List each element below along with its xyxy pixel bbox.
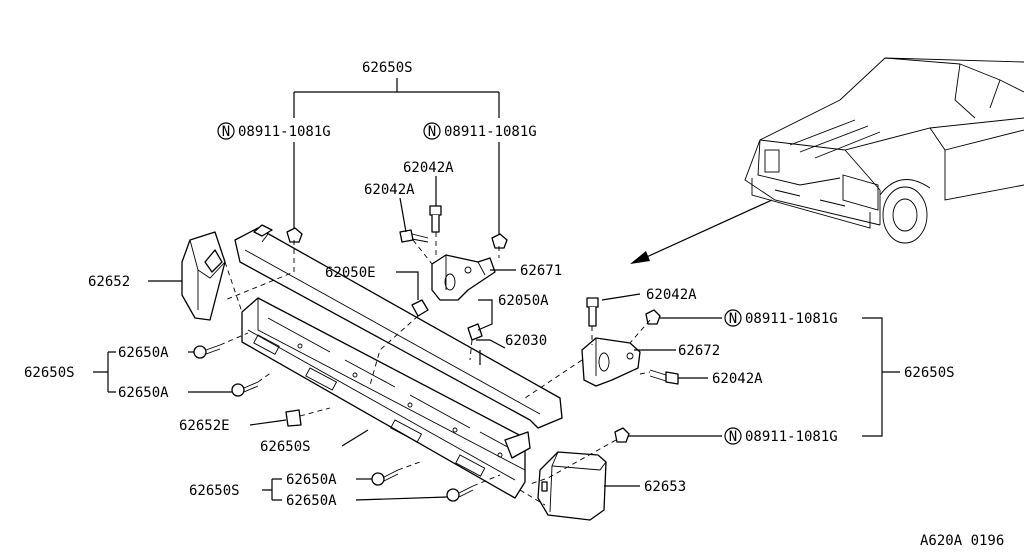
nut-symbol-right-2: N — [724, 427, 742, 445]
label-clip-left: 62050E — [325, 265, 376, 281]
label-bolt-right-2: 62042A — [712, 371, 763, 387]
label-screw-left-2: 62650A — [118, 385, 169, 401]
bumper-plate-shape — [241, 297, 531, 499]
direction-arrow — [630, 199, 773, 264]
label-kit-top: 62650S — [362, 60, 413, 76]
label-side-right: 62653 — [644, 479, 686, 495]
svg-text:N: N — [428, 124, 436, 140]
nut-symbol-top-right: N — [423, 122, 441, 140]
footer-code: A620A 0196 — [920, 533, 1004, 549]
label-nut-top-right: 08911-1081G — [444, 124, 537, 140]
alignment-lines — [219, 232, 651, 506]
nut-symbol-right-1: N — [724, 309, 742, 327]
label-bracket-left: 62671 — [520, 263, 562, 279]
label-side-left: 62652 — [88, 274, 130, 290]
label-kit-right: 62650S — [904, 365, 955, 381]
leader-lines — [93, 78, 900, 501]
label-bolt-top-2: 62042A — [364, 182, 415, 198]
svg-text:N: N — [729, 429, 737, 445]
label-clip-right: 62050A — [498, 293, 549, 309]
truck-illustration — [744, 57, 1024, 244]
left-side-piece-shape — [181, 231, 226, 321]
label-bolt-top-1: 62042A — [403, 160, 454, 176]
label-kit-bottom: 62650S — [189, 483, 240, 499]
label-screw-bottom-1: 62650A — [286, 472, 337, 488]
label-bracket-right: 62672 — [678, 343, 720, 359]
label-screw-bottom-2: 62650A — [286, 493, 337, 509]
right-side-piece-shape — [537, 451, 607, 521]
left-bracket-shape — [431, 254, 496, 301]
label-nut-right-2: 08911-1081G — [745, 429, 838, 445]
label-bolt-right-1: 62042A — [646, 287, 697, 303]
label-nut-top-left: 08911-1081G — [238, 124, 331, 140]
label-kit-lower-mid: 62650S — [260, 439, 311, 455]
label-screw-left-1: 62650A — [118, 345, 169, 361]
label-retainer: 62652E — [179, 418, 230, 434]
bumper-bar-shape — [234, 224, 563, 429]
label-nut-right-1: 08911-1081G — [745, 311, 838, 327]
label-kit-left: 62650S — [24, 365, 75, 381]
svg-text:N: N — [222, 124, 230, 140]
label-bar: 62030 — [505, 333, 547, 349]
nut-symbol-top-left: N — [217, 122, 235, 140]
svg-text:N: N — [729, 311, 737, 327]
right-bracket-shape — [581, 337, 641, 387]
